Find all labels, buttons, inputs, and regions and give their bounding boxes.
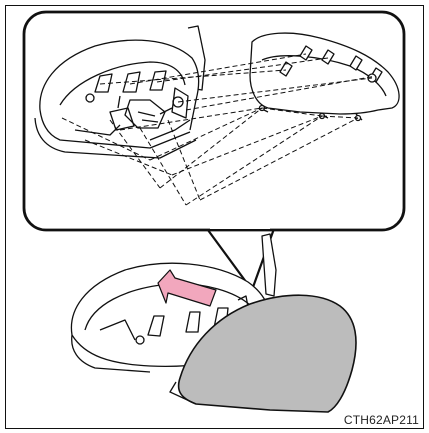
callout-bubble (24, 12, 404, 230)
figure-code: CTH62AP211 (344, 413, 419, 427)
